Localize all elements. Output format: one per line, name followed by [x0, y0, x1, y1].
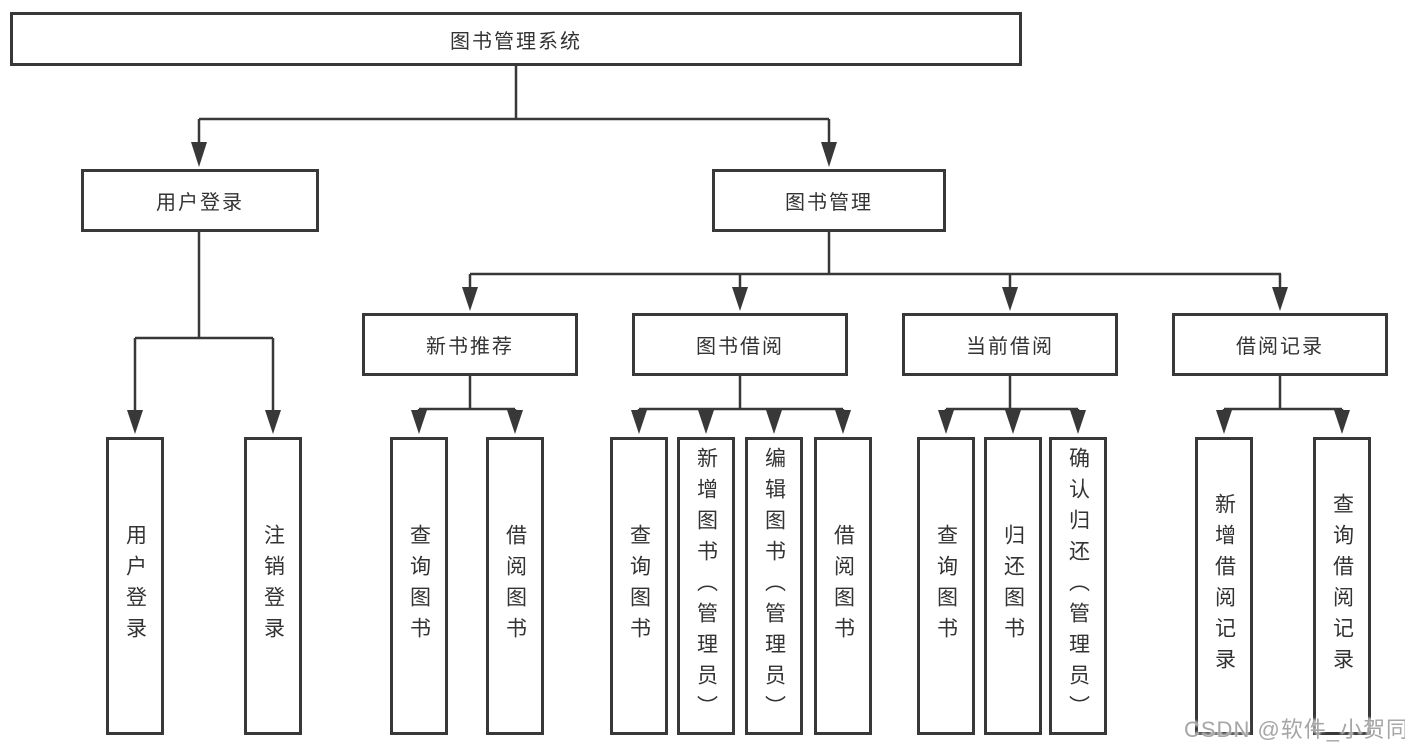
node-borrowing-records: 借阅记录 [1172, 313, 1388, 376]
arrow-down-icon [766, 410, 782, 434]
arrow-down-icon [631, 410, 647, 434]
arrow-down-icon [127, 410, 143, 434]
leaf-query-books-borrowing: 查询图书 [610, 437, 668, 735]
leaf-query-borrow-record: 查询借阅记录 [1313, 437, 1371, 735]
node-user-login: 用户登录 [81, 169, 319, 232]
arrow-down-icon [1334, 410, 1350, 434]
arrow-down-icon [1070, 410, 1086, 434]
arrow-down-icon [507, 410, 523, 434]
leaf-borrow-books-recommend: 借阅图书 [486, 437, 544, 735]
leaf-return-book: 归还图书 [984, 437, 1042, 735]
leaf-logout: 注销登录 [244, 437, 302, 735]
leaf-query-books-current: 查询图书 [917, 437, 975, 735]
leaf-add-book-admin: 新增图书（管理员） [677, 437, 735, 735]
leaf-user-login: 用户登录 [106, 437, 164, 735]
leaf-borrow-books-borrowing: 借阅图书 [814, 437, 872, 735]
arrow-down-icon [191, 142, 207, 167]
arrow-down-icon [821, 142, 837, 167]
arrow-down-icon [1005, 410, 1021, 434]
arrow-down-icon [1002, 287, 1018, 311]
arrow-down-icon [411, 410, 427, 434]
leaf-query-books-recommend: 查询图书 [390, 437, 448, 735]
node-book-borrowing: 图书借阅 [632, 313, 848, 376]
arrow-down-icon [698, 410, 714, 434]
node-new-book-recommend: 新书推荐 [362, 313, 578, 376]
arrow-down-icon [1216, 410, 1232, 434]
node-book-management: 图书管理 [712, 169, 946, 232]
arrow-down-icon [462, 287, 478, 311]
arrow-down-icon [265, 410, 281, 434]
leaf-add-borrow-record: 新增借阅记录 [1195, 437, 1253, 735]
node-current-borrowing: 当前借阅 [902, 313, 1118, 376]
arrow-down-icon [1272, 287, 1288, 311]
node-root-library-system: 图书管理系统 [10, 12, 1022, 66]
csdn-watermark: CSDN @软件_小贺同学 [1184, 717, 1405, 742]
arrow-down-icon [835, 410, 851, 434]
leaf-edit-book-admin: 编辑图书（管理员） [745, 437, 803, 735]
leaf-confirm-return-admin: 确认归还（管理员） [1049, 437, 1107, 735]
arrow-down-icon [732, 287, 748, 311]
arrow-down-icon [938, 410, 954, 434]
